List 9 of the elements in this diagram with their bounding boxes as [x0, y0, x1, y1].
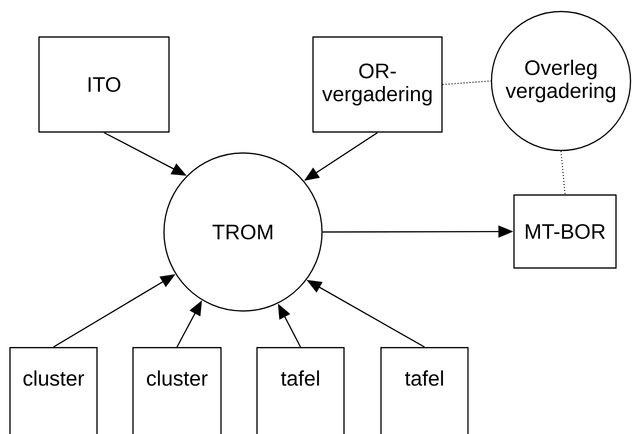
column-box: cluster: [9, 347, 98, 434]
process-box: MT-BOR: [513, 194, 617, 269]
connector-line: [560, 150, 566, 195]
process-box: ITO: [38, 36, 170, 133]
process-box: OR-vergadering: [312, 36, 443, 133]
column-box: tafel: [256, 347, 345, 434]
column-box: tafel: [380, 347, 469, 434]
column-box: cluster: [132, 347, 222, 434]
connector-line: [442, 80, 492, 85]
